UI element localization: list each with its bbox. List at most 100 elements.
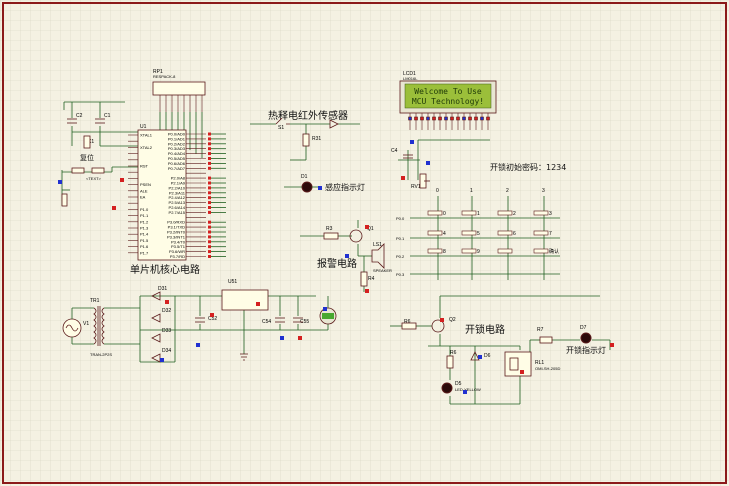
crystal-oscillator-circuit[interactable]: C2 C1 X1 bbox=[63, 101, 138, 149]
keypad-key[interactable] bbox=[533, 210, 549, 216]
mcu-pin-marker bbox=[208, 161, 211, 165]
lcd-pin-marker bbox=[408, 116, 412, 121]
keypad-key[interactable] bbox=[461, 230, 477, 236]
mcu-right-pin-label: P0.2/AD2 bbox=[168, 141, 186, 146]
c55-ref: C55 bbox=[300, 319, 309, 325]
d7-ref: D7 bbox=[580, 325, 587, 331]
lcd-pin-marker bbox=[426, 116, 430, 121]
r7-ref: R7 bbox=[537, 327, 544, 333]
d5-ref: D5 bbox=[455, 381, 462, 387]
keypad-key[interactable] bbox=[461, 248, 477, 254]
keypad-key[interactable] bbox=[497, 210, 513, 216]
mcu-right-pin-label: P2.3/A11 bbox=[169, 190, 186, 195]
mcu-right-pin-label: P2.6/A14 bbox=[169, 205, 186, 210]
contrast-pot-rv1[interactable]: C4 RV1 bbox=[391, 148, 430, 190]
keypad-key[interactable] bbox=[497, 248, 513, 254]
mcu-pin-marker bbox=[208, 196, 211, 200]
q1-ref: Q1 bbox=[367, 226, 374, 232]
mcu-left-pin-label: XTAL1 bbox=[140, 133, 153, 138]
probe-marker bbox=[298, 336, 302, 340]
lcd-module[interactable]: LCD1 LM016L Welcome To Use MCU Technolog… bbox=[399, 71, 497, 130]
mcu-left-pin-label: ALE bbox=[140, 188, 148, 193]
probe-marker bbox=[160, 358, 164, 362]
mcu-right-pin-label: P0.6/AD6 bbox=[168, 161, 186, 166]
resistor-pack-rp1[interactable]: RP1 RESPACK-8 bbox=[152, 69, 206, 112]
r6-ref-2: R6 bbox=[450, 350, 457, 356]
sense-light-label: 感应指示灯 bbox=[325, 182, 365, 192]
keypad-key-label: 1 bbox=[477, 211, 480, 217]
d31-ref: D31 bbox=[158, 286, 167, 292]
mcu-pin-marker bbox=[208, 230, 211, 234]
mcu-left-pin-label: RST bbox=[140, 164, 149, 169]
mcu-right-pin-label: P3.4/T0 bbox=[171, 239, 186, 244]
mcu-pin-marker bbox=[208, 157, 211, 160]
keypad-key[interactable] bbox=[533, 248, 549, 254]
mcu-pin-marker bbox=[208, 240, 211, 244]
mcu-right-pin-label: P2.1/A9 bbox=[171, 181, 186, 186]
mcu-right-pin-label: P0.5/AD5 bbox=[168, 156, 186, 161]
reset-circuit[interactable]: 复位 <TEXT> bbox=[61, 153, 138, 207]
lcd-ref: LCD1 bbox=[403, 71, 416, 77]
rp1-part: RESPACK-8 bbox=[153, 74, 176, 79]
probe-marker bbox=[440, 318, 444, 322]
led-yellow-part: LED-YELLOW bbox=[455, 387, 481, 392]
probe-marker bbox=[196, 343, 200, 347]
reset-text-tag: <TEXT> bbox=[86, 176, 102, 181]
probe-marker bbox=[210, 313, 214, 317]
rl1-ref: RL1 bbox=[535, 360, 544, 366]
mcu-u1[interactable]: U1 XTAL1XTAL2RSTPSENALEEAP1.0P1.1P1.2P1.… bbox=[128, 124, 226, 276]
u1-ref: U1 bbox=[140, 124, 147, 130]
keypad-key[interactable] bbox=[461, 210, 477, 216]
c54-ref: C54 bbox=[262, 319, 271, 325]
unlock-light-label: 开锁指示灯 bbox=[566, 345, 606, 355]
lcd-pin-marker bbox=[456, 116, 460, 121]
keypad-key[interactable] bbox=[533, 230, 549, 236]
pin-markers bbox=[58, 140, 614, 394]
probe-marker bbox=[58, 180, 62, 184]
mcu-right-pins: P0.0/AD0P0.1/AD1P0.2/AD2P0.3/AD3P0.4/AD4… bbox=[167, 132, 226, 259]
keypad-row-label: P0.0 bbox=[396, 216, 405, 221]
probe-marker bbox=[165, 300, 169, 304]
mcu-pin-marker bbox=[208, 235, 211, 239]
mcu-left-pin-label: XTAL2 bbox=[140, 145, 153, 150]
alarm-title: 报警电路 bbox=[317, 257, 357, 270]
lcd-pin-marker bbox=[474, 116, 478, 121]
lcd-line2: MCU Technology! bbox=[412, 97, 484, 106]
keypad-col-label: 1 bbox=[470, 188, 473, 194]
keypad-row-label: P0.2 bbox=[396, 254, 405, 259]
unlock-title: 开锁电路 bbox=[465, 323, 505, 336]
mcu-right-pin-label: P3.6/WR bbox=[169, 249, 185, 254]
d34-ref: D34 bbox=[162, 348, 171, 354]
probe-marker bbox=[610, 343, 614, 347]
tr1-ref: TR1 bbox=[90, 298, 100, 304]
keypad-col-label: 3 bbox=[542, 188, 545, 194]
sense-led-d1[interactable]: D1 感应指示灯 bbox=[284, 174, 365, 193]
mcu-pin-marker bbox=[208, 147, 211, 151]
mcu-pin-marker bbox=[208, 176, 211, 180]
infrared-sensor-switch-s1[interactable]: S1 R31 bbox=[250, 117, 360, 161]
reset-label: 复位 bbox=[80, 153, 94, 162]
keypad-key[interactable] bbox=[427, 210, 443, 216]
probe-marker bbox=[365, 289, 369, 293]
d1-ref: D1 bbox=[301, 174, 308, 180]
lcd-pin-marker bbox=[444, 116, 448, 121]
q2-ref: Q2 bbox=[449, 317, 456, 323]
s1-ref: S1 bbox=[278, 125, 284, 131]
probe-marker bbox=[120, 178, 124, 182]
alarm-circuit[interactable]: R3 Q1 LS1 SPEAKER R4 报警电路 bbox=[300, 220, 392, 292]
x1-ref: X1 bbox=[88, 139, 94, 145]
probe-marker bbox=[323, 307, 327, 311]
d6-ref: D6 bbox=[484, 353, 491, 359]
mcu-right-pin-label: P3.1/TXD bbox=[168, 225, 185, 230]
rp1-ref: RP1 bbox=[153, 69, 163, 75]
keypad-key[interactable] bbox=[427, 230, 443, 236]
lcd-pins bbox=[408, 113, 490, 130]
mcu-pin-marker bbox=[208, 201, 211, 205]
keypad-key[interactable] bbox=[427, 248, 443, 254]
unlock-circuit[interactable]: R6 Q2 开锁电路 R6 D6 D5 LED-YELLOW RL1 OMI-S… bbox=[390, 295, 611, 405]
mcu-right-pin-label: P0.0/AD0 bbox=[168, 132, 186, 137]
keypad-key[interactable] bbox=[497, 230, 513, 236]
